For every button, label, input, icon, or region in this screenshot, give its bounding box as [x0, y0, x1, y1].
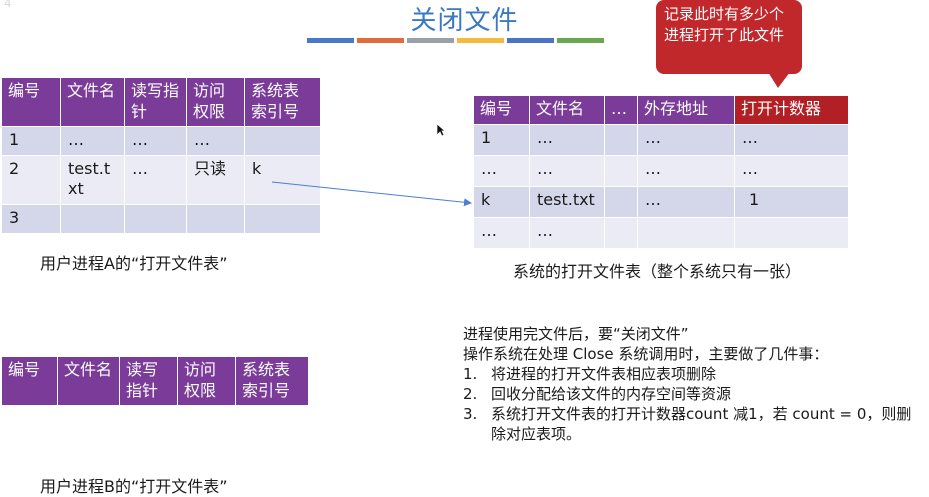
table-cell: 1: [1, 126, 61, 156]
table-cell: test.txt: [529, 186, 605, 218]
header-cell: 访问权限: [186, 77, 245, 127]
table-cell: 只读: [186, 155, 245, 205]
table-cell: …: [124, 126, 187, 156]
header-cell: 访问权限: [177, 356, 236, 406]
title-stripe: [307, 38, 354, 43]
title-underline-stripes: [307, 38, 604, 43]
header-cell: …: [604, 95, 638, 125]
table-cell: [60, 204, 125, 234]
table-row: 3: [1, 204, 321, 234]
table-cell: …: [529, 217, 605, 249]
system-open-file-table: 编号 文件名 … 外存地址 打开计数器 1 … … … … … … … k te…: [473, 95, 849, 249]
table-cell: [637, 217, 735, 249]
table-cell: 1: [473, 124, 530, 156]
mouse-cursor-icon: [436, 123, 446, 137]
table-cell: [124, 204, 187, 234]
list-item-number: 1.: [463, 365, 478, 383]
table-header-row: 编号 文件名 读写指针 访问权限 系统表索引号: [1, 77, 321, 127]
table-cell: …: [734, 155, 849, 187]
table-cell: …: [529, 124, 605, 156]
list-item-text: 系统打开文件表的打开计数器count 减1，若 count = 0，则删除对应表…: [491, 405, 912, 443]
table-cell: …: [637, 155, 735, 187]
slide-title: 关闭文件: [410, 6, 519, 36]
table-cell: …: [124, 155, 187, 205]
table-cell: …: [60, 126, 125, 156]
header-cell: 读写指针: [119, 356, 178, 406]
header-cell: 文件名: [57, 356, 120, 406]
watermark: 4: [4, 0, 12, 10]
table-row: … … … …: [473, 155, 849, 187]
list-item-text: 将进程的打开文件表相应表项删除: [491, 365, 717, 383]
list-item-number: 3.: [463, 405, 478, 423]
list-item-number: 2.: [463, 385, 478, 403]
table-cell: [604, 217, 638, 249]
list-item: 1. 将进程的打开文件表相应表项删除: [463, 364, 923, 384]
table-cell: [244, 126, 321, 156]
table-cell: 2: [1, 155, 61, 205]
notes-line-2: 操作系统在处理 Close 系统调用时，主要做了几件事：: [463, 345, 829, 363]
header-cell: 文件名: [60, 77, 125, 127]
table-cell: …: [186, 126, 245, 156]
table-row: 2 test.txt … 只读 k: [1, 155, 321, 205]
table-header-row: 编号 文件名 … 外存地址 打开计数器: [473, 95, 849, 125]
header-cell: 外存地址: [637, 95, 735, 125]
system-table-caption: 系统的打开文件表（整个系统只有一张）: [513, 262, 802, 281]
table-header-row: 编号 文件名 读写指针 访问权限 系统表索引号: [1, 356, 309, 406]
title-stripe: [357, 38, 404, 43]
header-cell: 编号: [1, 356, 58, 406]
title-stripe: [407, 38, 454, 43]
table-cell: …: [637, 186, 735, 218]
header-cell: 编号: [473, 95, 530, 125]
callout-pointer: [768, 72, 790, 88]
table-cell: 3: [1, 204, 61, 234]
list-item-text: 回收分配给该文件的内存空间等资源: [491, 385, 732, 403]
list-item: 3. 系统打开文件表的打开计数器count 减1，若 count = 0，则删除对…: [463, 404, 923, 444]
open-counter-callout: 记录此时有多少个进程打开了此文件: [656, 0, 802, 74]
header-cell: 系统表索引号: [235, 356, 309, 406]
open-counter-cell: 1: [734, 186, 849, 218]
process-b-open-file-table: 编号 文件名 读写指针 访问权限 系统表索引号: [1, 356, 309, 406]
table-cell: [604, 155, 638, 187]
table-row: … …: [473, 217, 849, 249]
table-cell: …: [529, 155, 605, 187]
open-counter-header: 打开计数器: [734, 95, 849, 125]
header-cell: 编号: [1, 77, 61, 127]
title-stripe: [507, 38, 554, 43]
header-cell: 读写指针: [124, 77, 187, 127]
table-row: 1 … … …: [473, 124, 849, 156]
table-cell: [244, 204, 321, 234]
table-row: 1 … … …: [1, 126, 321, 156]
table-cell: …: [473, 217, 530, 249]
close-file-notes: 进程使用完文件后，要“关闭文件” 操作系统在处理 Close 系统调用时，主要做…: [463, 324, 923, 444]
table-cell: …: [734, 124, 849, 156]
title-stripe: [557, 38, 604, 43]
notes-line-1: 进程使用完文件后，要“关闭文件”: [463, 325, 689, 343]
list-item: 2. 回收分配给该文件的内存空间等资源: [463, 384, 923, 404]
table-cell: [186, 204, 245, 234]
table-cell: k: [473, 186, 530, 218]
table-cell: …: [637, 124, 735, 156]
process-a-open-file-table: 编号 文件名 读写指针 访问权限 系统表索引号 1 … … … 2 test.t…: [1, 77, 321, 234]
process-b-table-caption: 用户进程B的“打开文件表”: [40, 477, 228, 496]
header-cell: 文件名: [529, 95, 605, 125]
notes-steps-list: 1. 将进程的打开文件表相应表项删除 2. 回收分配给该文件的内存空间等资源 3. 系…: [463, 364, 923, 444]
process-a-table-caption: 用户进程A的“打开文件表”: [40, 254, 228, 273]
table-cell: [604, 124, 638, 156]
title-stripe: [457, 38, 504, 43]
header-cell: 系统表索引号: [244, 77, 321, 127]
table-cell: [604, 186, 638, 218]
table-cell: [734, 217, 849, 249]
table-row: k test.txt … 1: [473, 186, 849, 218]
table-cell: k: [244, 155, 321, 205]
table-cell: …: [473, 155, 530, 187]
table-cell: test.txt: [60, 155, 125, 205]
